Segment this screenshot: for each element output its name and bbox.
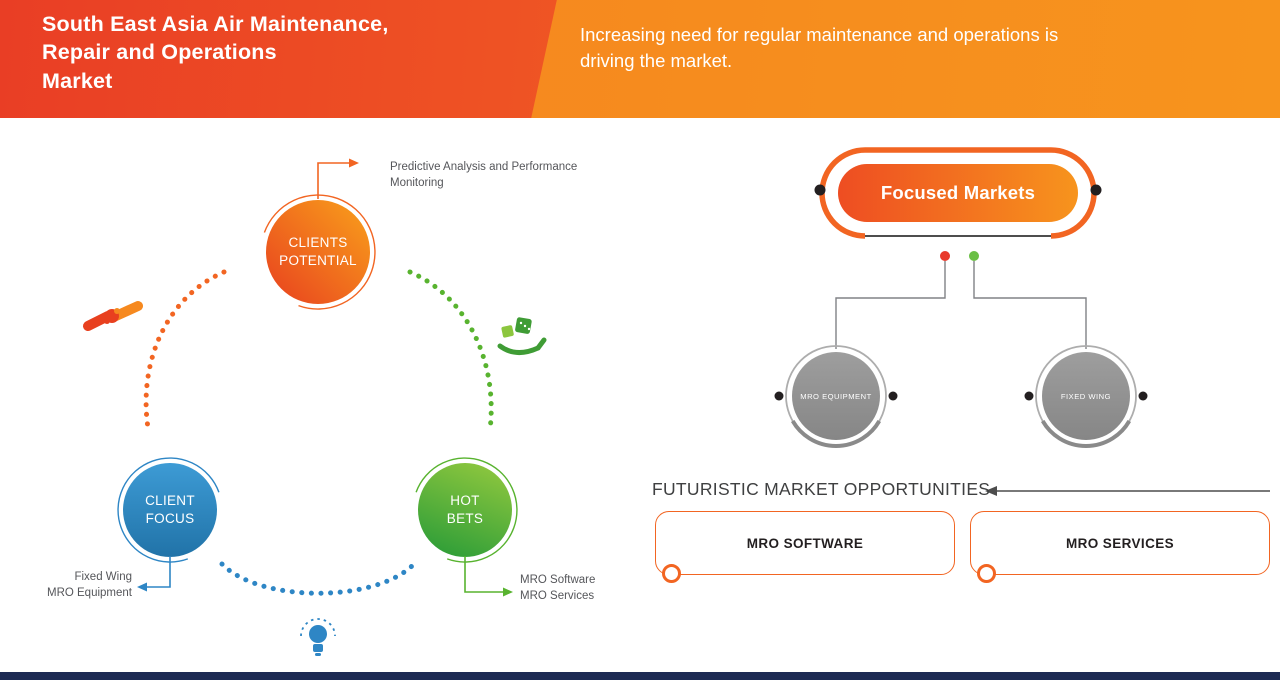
mro-equipment-right-dot: [888, 391, 898, 401]
dice-hand-icon: [497, 317, 547, 355]
cycle-arc-green: [407, 269, 494, 433]
fixed-wing-label: FIXED WING: [1060, 391, 1112, 401]
cycle-arc-orange: [143, 269, 227, 431]
mro-software-annotation: MRO Software MRO Services: [520, 574, 596, 602]
header-diagonal-accent: [531, 0, 1280, 118]
connector-predictive: [317, 158, 359, 199]
cycle-arc-blue: [219, 561, 417, 596]
red-branch-dot: [940, 251, 950, 261]
mro-services-box: MRO SERVICES: [970, 511, 1270, 583]
page-subtitle: Increasing need for regular maintenance …: [580, 24, 1059, 71]
handshake-icon: [83, 301, 143, 331]
fixed-wing-left-dot: [1024, 391, 1034, 401]
mro-software-box-label: MRO SOFTWARE: [746, 535, 864, 551]
clients-potential-label: CLIENTS POTENTIAL: [279, 235, 357, 268]
connector-mro-software: [464, 556, 513, 597]
mro-equipment-label: MRO EQUIPMENT: [800, 391, 872, 401]
focused-markets-label: Focused Markets: [880, 182, 1036, 203]
fixed-wing-right-dot: [1138, 391, 1148, 401]
pill-right-dot: [1090, 184, 1102, 196]
circle-marker-icon: [977, 564, 996, 583]
arrowhead-left-blue: [137, 582, 147, 592]
tree-connectors: [835, 251, 1087, 349]
arrowhead-right-orange: [349, 158, 359, 168]
pill-left-dot: [814, 184, 826, 196]
predictive-annotation: Predictive Analysis and Performance Moni…: [390, 161, 578, 189]
mro-software-box: MRO SOFTWARE: [655, 511, 955, 583]
mro-equipment-left-dot: [774, 391, 784, 401]
opportunities-arrow: [985, 486, 1270, 496]
green-branch-dot: [969, 251, 979, 261]
fixed-wing-annotation: Fixed Wing MRO Equipment: [46, 571, 132, 599]
circle-marker-icon: [662, 564, 681, 583]
lightbulb-icon: [300, 618, 336, 656]
connector-fixed-wing: [137, 556, 171, 592]
mro-services-box-label: MRO SERVICES: [1065, 535, 1175, 551]
header-banner: South East Asia Air Maintenance, Repair …: [0, 0, 1280, 118]
hot-bets-label: HOT BETS: [446, 493, 484, 526]
client-focus-label: CLIENT FOCUS: [145, 493, 195, 526]
page-title: South East Asia Air Maintenance, Repair …: [42, 12, 389, 93]
arrowhead-right-green: [503, 587, 513, 597]
bottom-accent-bar: [0, 672, 1280, 680]
opportunities-heading: FUTURISTIC MARKET OPPORTUNITIES: [652, 479, 991, 499]
